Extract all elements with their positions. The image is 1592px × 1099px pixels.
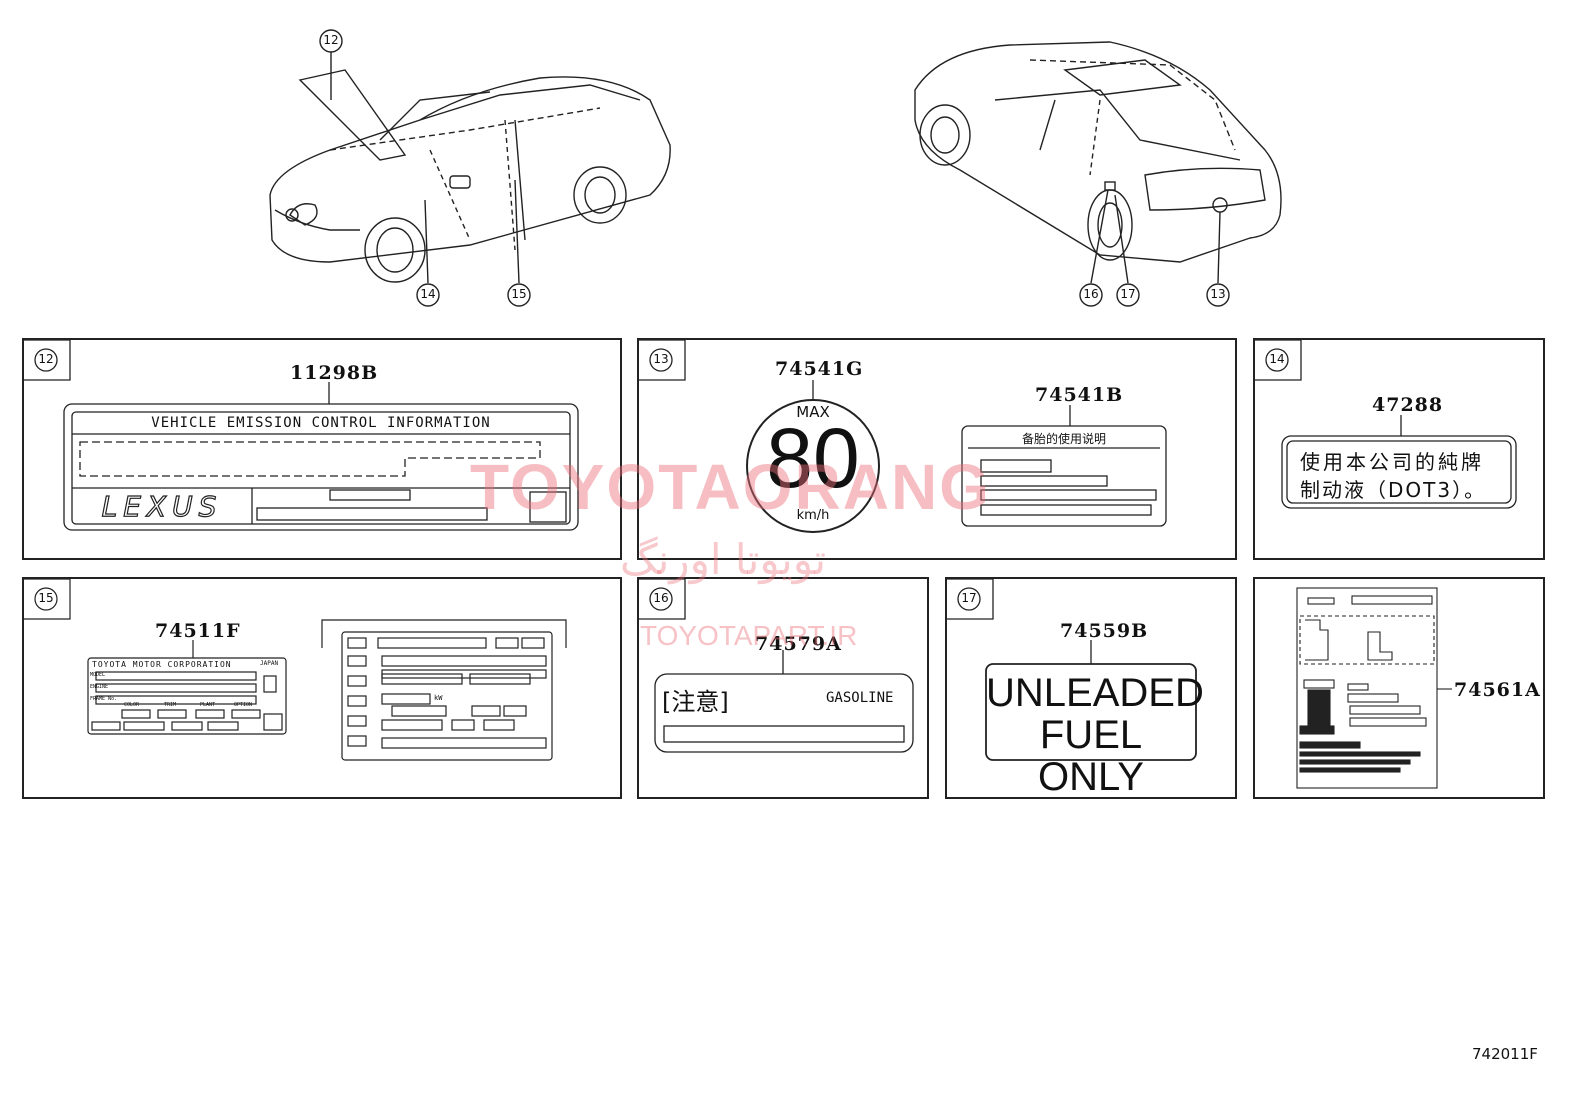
- panel-13: [637, 338, 1237, 560]
- panel-16-part-number: 74579A: [755, 633, 842, 655]
- panel-13-part-number-b: 74541B: [1035, 384, 1124, 406]
- vin-plate-country: JAPAN: [260, 660, 279, 667]
- panel-17: [945, 577, 1237, 799]
- cert-plate-kw: kW: [434, 694, 443, 702]
- vin-field-color: COLOR: [124, 702, 140, 708]
- panel-14-num: 14: [1269, 352, 1285, 366]
- speed-sign-max: MAX: [796, 403, 830, 421]
- front-car-drawing: [269, 69, 671, 283]
- panel-14-part-number: 47288: [1372, 394, 1444, 416]
- panel-15-part-number: 74511F: [155, 620, 241, 642]
- brake-fluid-line1: 使用本公司的純牌: [1300, 450, 1484, 474]
- panel-16-num: 16: [653, 591, 669, 605]
- emission-label-title: VEHICLE EMISSION CONTROL INFORMATION: [151, 415, 491, 431]
- fuel-type-label: GASOLINE: [826, 690, 894, 706]
- callout-13: 13: [1210, 287, 1226, 301]
- vin-field-plant: PLANT: [200, 702, 216, 708]
- vin-row-label-model: MODEL: [90, 672, 106, 678]
- panel-14: [1253, 338, 1545, 560]
- callout-15: 15: [511, 287, 527, 301]
- vin-row-label-frame: FRAME No.: [90, 696, 118, 702]
- unleaded-line2: FUEL ONLY: [1038, 713, 1144, 799]
- brake-fluid-line2: 制动液（DOT3）。: [1300, 478, 1487, 502]
- panel-12: [22, 338, 622, 560]
- watermark-text: TOYOTAORANG: [470, 451, 991, 523]
- speed-sign-unit: km/h: [796, 508, 830, 523]
- vin-field-option: OPTION: [234, 702, 253, 708]
- spare-tire-label-title: 备胎的使用说明: [1021, 432, 1106, 446]
- panel-17-part-number: 74559B: [1060, 620, 1149, 642]
- lexus-logo: LEXUS: [101, 489, 223, 523]
- rear-car-drawing: [914, 41, 1282, 263]
- unleaded-line1: UNLEADED: [986, 671, 1204, 715]
- diagram-code: 742011F: [1472, 1045, 1538, 1063]
- car-illustrations: [269, 29, 1282, 307]
- panel-15: [22, 577, 622, 799]
- panel-12-num: 12: [38, 352, 54, 366]
- callout-12: 12: [323, 33, 339, 47]
- panel-13-part-number-a: 74541G: [775, 358, 864, 380]
- callout-14: 14: [420, 287, 436, 301]
- callout-17: 17: [1120, 287, 1136, 301]
- panel-17-num: 17: [961, 591, 977, 605]
- vin-field-trim: TRIM: [164, 702, 177, 708]
- panel-13-num: 13: [653, 352, 669, 366]
- fuel-caution-label: [注意]: [662, 688, 729, 716]
- vin-row-label-engine: ENGINE: [90, 684, 109, 690]
- callout-16: 16: [1083, 287, 1099, 301]
- speed-sign-value: 80: [766, 411, 860, 505]
- panel-16: [637, 577, 929, 799]
- watermark-persian: تویوتا اورنگ: [620, 535, 827, 584]
- vin-plate-manufacturer: TOYOTA MOTOR CORPORATION: [92, 660, 232, 669]
- panel-12-part-number: 11298B: [290, 362, 379, 384]
- panel-74561a-part-number: 74561A: [1454, 679, 1541, 701]
- panel-15-num: 15: [38, 591, 54, 605]
- watermark-url: TOYOTAPART.IR: [640, 620, 858, 651]
- panel-74561a: [1253, 577, 1545, 799]
